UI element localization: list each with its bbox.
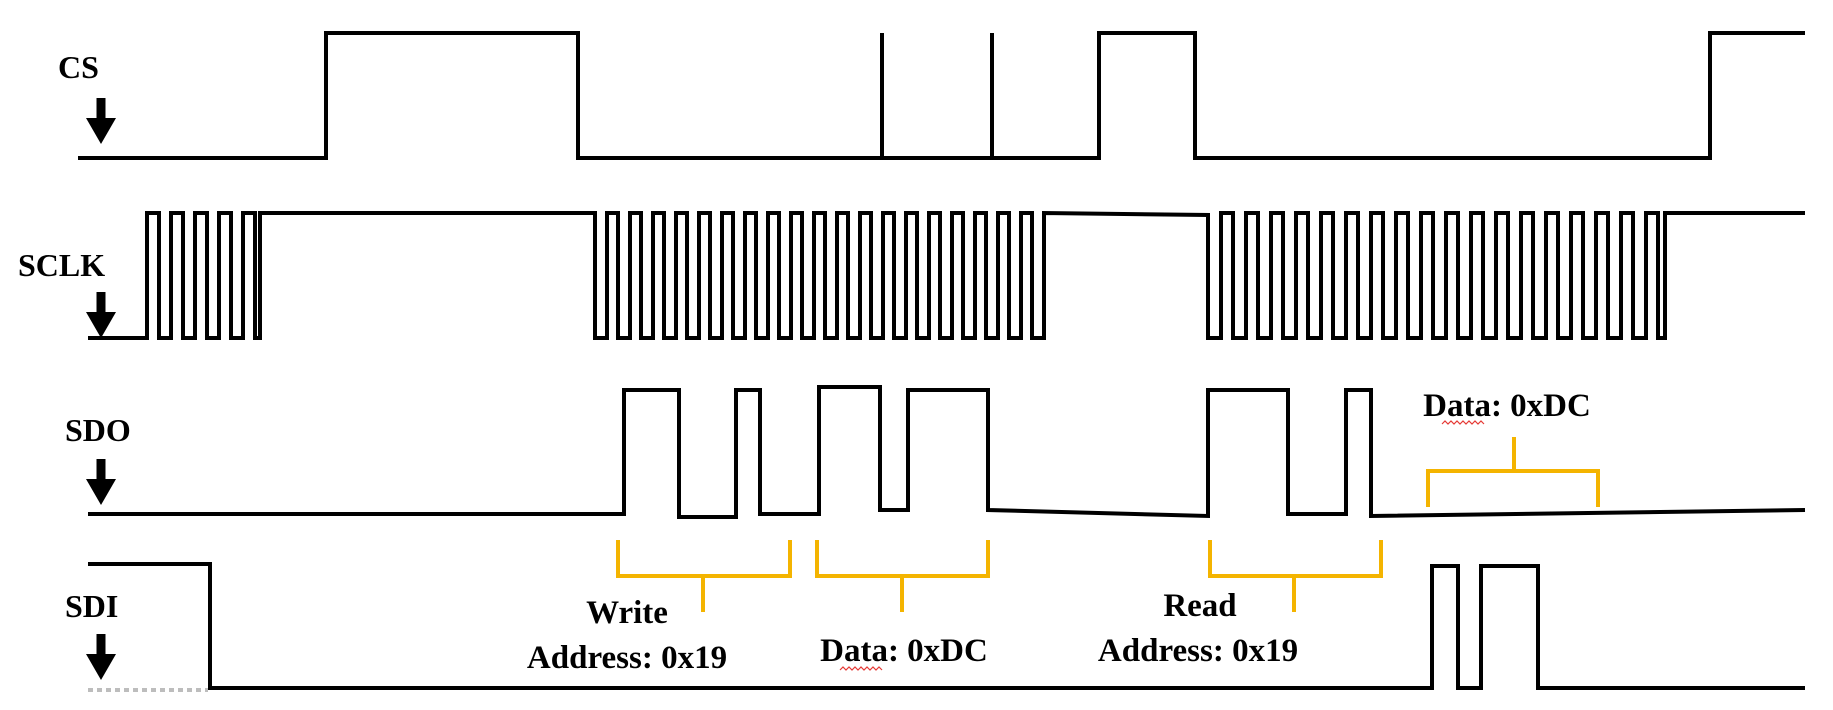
sdi-label: SDI <box>65 588 118 624</box>
write-address-bracket <box>616 540 792 612</box>
write-op-label: Write <box>586 595 668 631</box>
read-data-label: Data: 0xDC <box>1423 388 1591 424</box>
read-address-label: Address: 0x19 <box>1098 633 1298 669</box>
write-data-label: Data: 0xDC <box>820 633 988 669</box>
read-data-bracket <box>1426 437 1600 507</box>
sclk-waveform <box>88 210 1805 340</box>
write-address-label: Address: 0x19 <box>527 640 727 676</box>
sclk-label: SCLK <box>18 247 105 283</box>
sdi-waveform <box>88 562 1805 690</box>
sdi-down-arrow-icon <box>86 634 116 680</box>
cs-label: CS <box>58 49 99 85</box>
write-data-spellcheck-squiggle <box>839 666 883 671</box>
read-data-spellcheck-squiggle <box>1441 420 1485 425</box>
sclk-down-arrow-icon <box>86 292 116 338</box>
cs-down-arrow-icon <box>86 98 116 144</box>
cs-waveform <box>78 31 1805 160</box>
sdo-down-arrow-icon <box>86 459 116 505</box>
sdo-label: SDO <box>65 412 131 448</box>
sdo-waveform <box>88 385 1806 519</box>
read-address-bracket <box>1208 540 1383 612</box>
read-op-label: Read <box>1163 588 1236 624</box>
write-data-bracket <box>815 540 990 612</box>
